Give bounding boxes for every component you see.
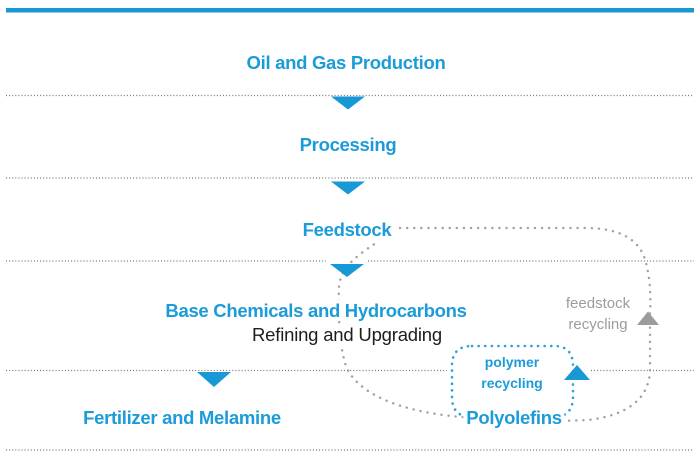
stage-label-base-chemicals-text: Base Chemicals and Hydrocarbons [162,300,470,321]
feedstock-recycling-label-line1: feedstock [565,295,631,312]
flow-arrow-oil-to-processing-icon [331,96,365,110]
polymer-recycling-arrow-up-icon [564,365,590,380]
polymer-recycling-label: polymer recycling [481,352,542,394]
polymer-recycling-label-line1: polymer [484,354,540,370]
stage-sublabel-refining-upgrading-text: Refining and Upgrading [249,324,445,345]
flow-arrow-processing-to-feedstock-icon [331,181,365,195]
feedstock-recycling-label-line2: recycling [568,316,628,333]
stage-label-feedstock: Feedstock [302,219,392,240]
top-accent-bar [6,8,694,13]
stage-label-polyolefins-text: Polyolefins [463,407,565,428]
polymer-recycling-label-line2: recycling [481,375,543,391]
stage-label-fertilizer-melamine: Fertilizer and Melamine [83,407,281,428]
flow-arrows [197,96,365,387]
stage-label-processing: Processing [299,134,397,155]
feedstock-recycling-arrow-up-icon [637,311,659,325]
stage-sublabel-refining-upgrading: Refining and Upgrading [249,324,445,345]
stage-label-oil-gas-production: Oil and Gas Production [246,52,446,73]
stage-label-base-chemicals: Base Chemicals and Hydrocarbons [162,300,470,321]
divider-lines [6,94,694,451]
feedstock-recycling-label: feedstock recycling [566,293,630,335]
flow-arrow-feedstock-to-basechem-icon [330,264,364,277]
stage-label-polyolefins: Polyolefins [463,407,565,428]
flow-arrow-basechem-to-fertilizer-icon [197,372,231,387]
